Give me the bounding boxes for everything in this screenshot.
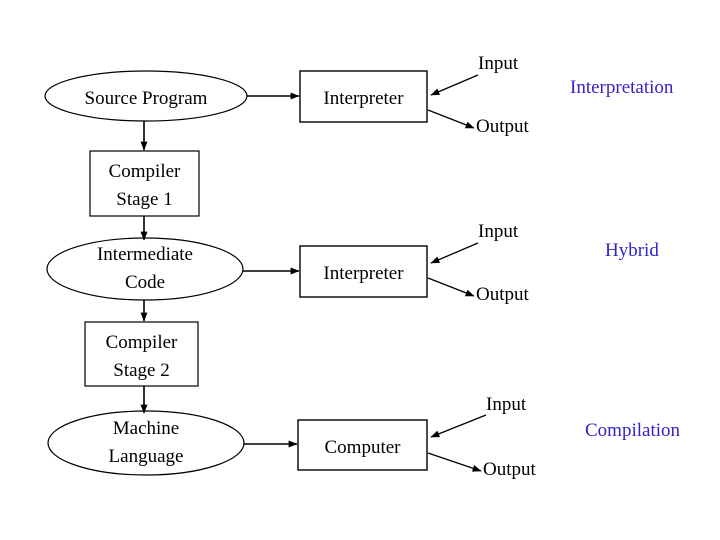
output-label-hybrid: Output xyxy=(476,284,529,305)
computer-rect[interactable] xyxy=(297,419,428,471)
intermediate-code-ellipse[interactable] xyxy=(46,237,244,301)
input-label-interpretation: Input xyxy=(478,53,519,74)
machine-language-ellipse[interactable] xyxy=(47,410,245,476)
compiler-stage-2-rect[interactable] xyxy=(84,321,199,387)
compiler-stage-1-rect[interactable] xyxy=(89,150,200,217)
arrow-interpreter-top-to-output xyxy=(427,109,475,129)
arrow-input-to-interpreter-middle xyxy=(430,242,479,264)
arrow-input-to-interpreter-top xyxy=(430,74,479,96)
source-program-ellipse[interactable] xyxy=(44,70,248,122)
interpreter-top-rect[interactable] xyxy=(299,70,428,123)
output-label-interpretation: Output xyxy=(476,116,529,137)
input-label-hybrid: Input xyxy=(478,221,519,242)
mode-label-hybrid: Hybrid xyxy=(605,240,659,261)
mode-label-compilation: Compilation xyxy=(585,420,680,441)
arrow-computer-to-output xyxy=(427,452,482,472)
mode-label-interpretation: Interpretation xyxy=(570,77,674,98)
interpreter-middle-rect[interactable] xyxy=(299,245,428,298)
input-label-compilation: Input xyxy=(486,394,527,415)
output-label-compilation: Output xyxy=(483,459,536,480)
arrow-input-to-computer xyxy=(430,414,487,438)
arrow-interpreter-middle-to-output xyxy=(427,277,475,297)
